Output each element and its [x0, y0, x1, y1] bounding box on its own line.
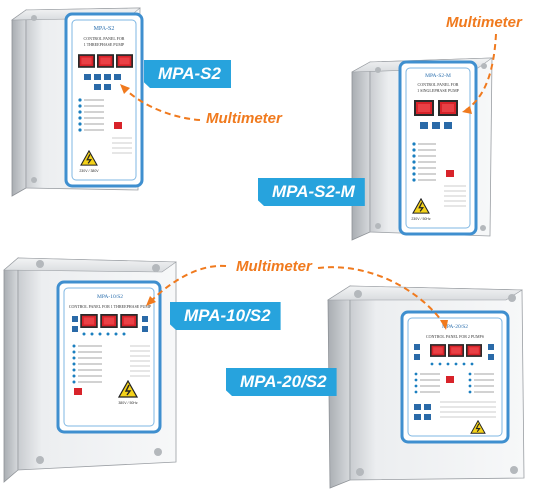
- enclosure-mpa-s2: MPA-S2 CONTROL PANEL FOR 1 THREEPHASE PU…: [11, 7, 144, 197]
- svg-text:230V / 50Hz: 230V / 50Hz: [411, 217, 431, 221]
- model-label-mpa-10-s2: MPA-10/S2: [170, 302, 281, 330]
- model-label-mpa-20-s2: MPA-20/S2: [226, 368, 337, 396]
- multimeter-arrow-heads: [120, 84, 472, 330]
- svg-text:1 SINGLEPHASE PUMP: 1 SINGLEPHASE PUMP: [417, 88, 460, 93]
- svg-text:1 THREEPHASE PUMP: 1 THREEPHASE PUMP: [84, 42, 125, 47]
- enclosure-mpa-20-s2: MPA-20/S2 CONTROL PANEL FOR 2 PUMPS: [326, 285, 525, 489]
- multimeter-callout-3: Multimeter: [236, 258, 312, 275]
- multimeter-callout-2: Multimeter: [206, 110, 282, 127]
- model-label-mpa-s2: MPA-S2: [144, 60, 231, 88]
- svg-text:380V / 50Hz: 380V / 50Hz: [118, 401, 138, 405]
- svg-text:CONTROL PANEL FOR 2 PUMPS: CONTROL PANEL FOR 2 PUMPS: [426, 334, 484, 339]
- svg-text:MPA-S2-M: MPA-S2-M: [425, 73, 451, 79]
- svg-text:230V / 380V: 230V / 380V: [79, 169, 99, 173]
- multimeter-callout-arrows: [123, 33, 497, 325]
- svg-text:MPA-S2: MPA-S2: [94, 26, 115, 32]
- enclosure-mpa-s2-m: MPA-S2-M CONTROL PANEL FOR 1 SINGLEPHASE…: [351, 57, 493, 241]
- multimeter-callout-1: Multimeter: [446, 14, 522, 31]
- svg-text:CONTROL PANEL FOR: CONTROL PANEL FOR: [84, 36, 125, 41]
- enclosure-mpa-10-s2: MPA-10/S2 CONTROL PANEL FOR 1 THREEPHASE…: [3, 257, 177, 483]
- model-label-mpa-s2-m: MPA-S2-M: [258, 178, 365, 206]
- svg-text:MPA-20/S2: MPA-20/S2: [442, 324, 468, 330]
- svg-text:CONTROL PANEL FOR 1 THREEPHASE: CONTROL PANEL FOR 1 THREEPHASE PUMP: [69, 304, 152, 309]
- svg-text:MPA-10/S2: MPA-10/S2: [97, 294, 123, 300]
- svg-text:CONTROL PANEL FOR: CONTROL PANEL FOR: [418, 82, 459, 87]
